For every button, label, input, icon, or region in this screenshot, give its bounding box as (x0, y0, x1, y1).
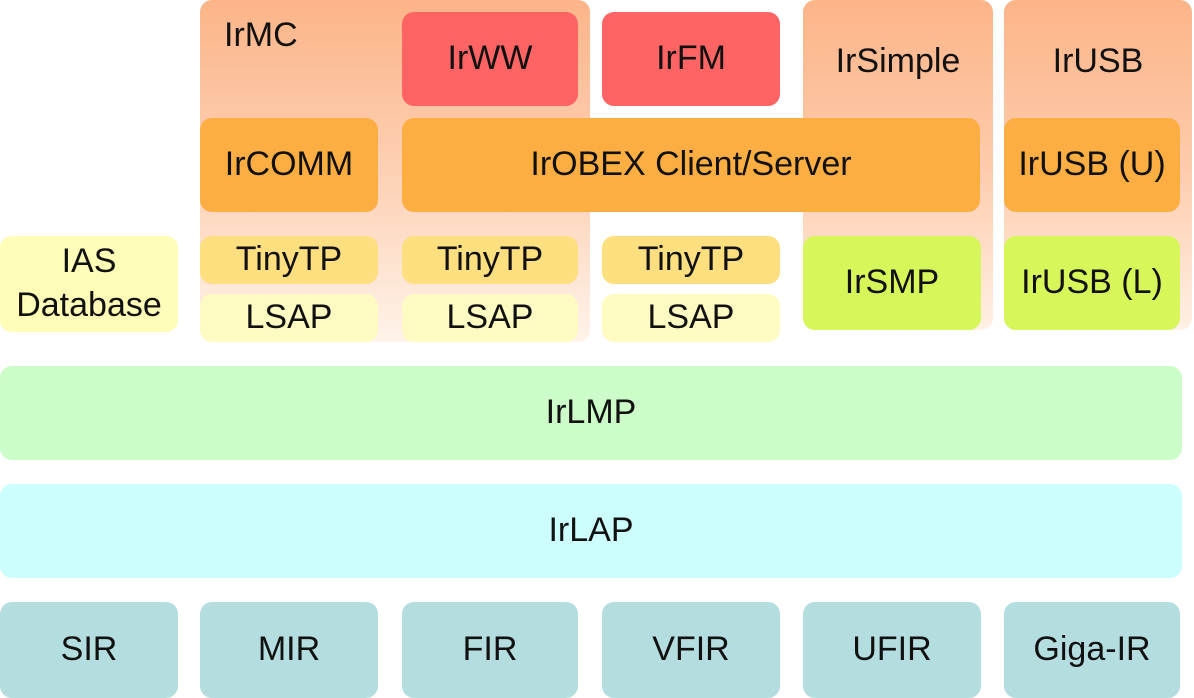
lsap-box-3: LSAP (602, 294, 780, 342)
physical-fir: FIR (402, 602, 578, 698)
irobex-box: IrOBEX Client/Server (402, 118, 980, 212)
lsap-box-1: LSAP (200, 294, 378, 342)
physical-sir: SIR (0, 602, 178, 698)
irfm-box: IrFM (602, 12, 780, 106)
irusb-label: IrUSB (1052, 42, 1144, 80)
irlmp-layer: IrLMP (0, 366, 1182, 460)
irsimple-label: IrSimple (835, 42, 961, 80)
tinytp-box-3: TinyTP (602, 236, 780, 284)
ias-database-box: IAS Database (0, 236, 178, 332)
tinytp-box-1: TinyTP (200, 236, 378, 284)
physical-mir: MIR (200, 602, 378, 698)
irww-box: IrWW (402, 12, 578, 106)
irsmp-box: IrSMP (803, 236, 981, 330)
irusb-u-box: IrUSB (U) (1004, 118, 1180, 212)
irmc-label: IrMC (224, 16, 298, 54)
physical-ufir: UFIR (803, 602, 981, 698)
physical-giga-ir: Giga-IR (1004, 602, 1180, 698)
ircomm-box: IrCOMM (200, 118, 378, 212)
irusb-l-box: IrUSB (L) (1004, 236, 1180, 330)
lsap-box-2: LSAP (402, 294, 578, 342)
irlap-layer: IrLAP (0, 484, 1182, 578)
tinytp-box-2: TinyTP (402, 236, 578, 284)
physical-vfir: VFIR (602, 602, 780, 698)
